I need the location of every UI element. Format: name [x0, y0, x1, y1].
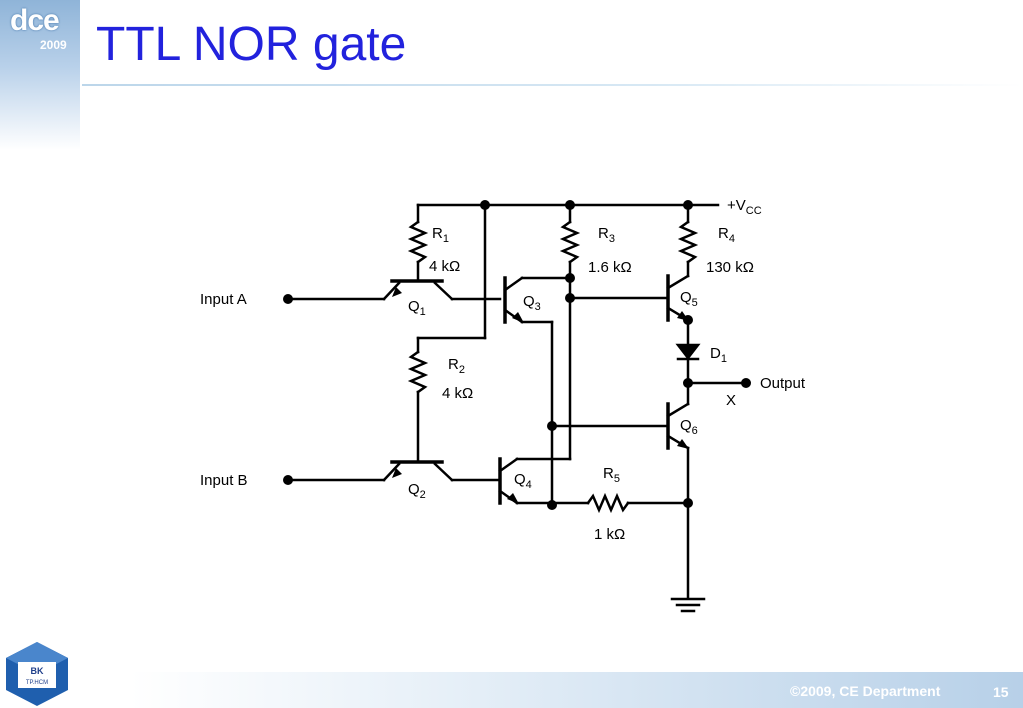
r5-value: 1 kΩ — [594, 526, 625, 543]
input-a-terminal — [283, 294, 293, 304]
page-number: 15 — [993, 684, 1009, 700]
r3-value: 1.6 kΩ — [588, 259, 632, 276]
output-label: Output — [760, 375, 806, 392]
bk-logo-line2: TP.HCM — [26, 680, 48, 686]
r1-value: 4 kΩ — [429, 258, 460, 275]
bk-logo-line1: BK — [31, 666, 44, 676]
dce-logo: dce 2009 — [6, 4, 78, 56]
footer-copyright: ©2009, CE Department — [790, 683, 941, 699]
q5-label: Q5 — [680, 289, 698, 309]
q4-label: Q4 — [514, 471, 532, 491]
q6-label: Q6 — [680, 417, 698, 437]
r1-label: R1 — [432, 225, 449, 245]
d1-label: D1 — [710, 345, 727, 365]
resistor-r4 — [677, 220, 699, 264]
diode-d1 — [675, 343, 701, 361]
logo-text: dce — [10, 4, 60, 37]
resistor-r1 — [407, 220, 429, 264]
resistor-r3 — [559, 220, 581, 264]
slide-title: TTL NOR gate — [96, 18, 407, 71]
r3-label: R3 — [598, 225, 615, 245]
sidebar-gradient — [0, 0, 80, 150]
footer-bar — [130, 672, 1023, 708]
ttl-nor-circuit-diagram: Input A Input B +VCC Output X R1 4 kΩ R2… — [200, 197, 806, 613]
input-b-label: Input B — [200, 472, 248, 489]
q1-label: Q1 — [408, 298, 426, 318]
vcc-label: +VCC — [727, 197, 762, 217]
input-b-terminal — [283, 475, 293, 485]
bk-logo: BK TP.HCM — [6, 642, 68, 706]
title-underline — [82, 84, 1023, 86]
r2-value: 4 kΩ — [442, 385, 473, 402]
resistor-r5 — [586, 492, 630, 514]
output-node-label: X — [726, 392, 736, 409]
r4-value: 130 kΩ — [706, 259, 754, 276]
r2-label: R2 — [448, 356, 465, 376]
r5-label: R5 — [603, 465, 620, 485]
r4-label: R4 — [718, 225, 735, 245]
q2-label: Q2 — [408, 481, 426, 501]
q3-label: Q3 — [523, 293, 541, 313]
output-terminal — [741, 378, 751, 388]
resistor-r2 — [407, 350, 429, 394]
input-a-label: Input A — [200, 291, 247, 308]
logo-year: 2009 — [40, 38, 67, 52]
